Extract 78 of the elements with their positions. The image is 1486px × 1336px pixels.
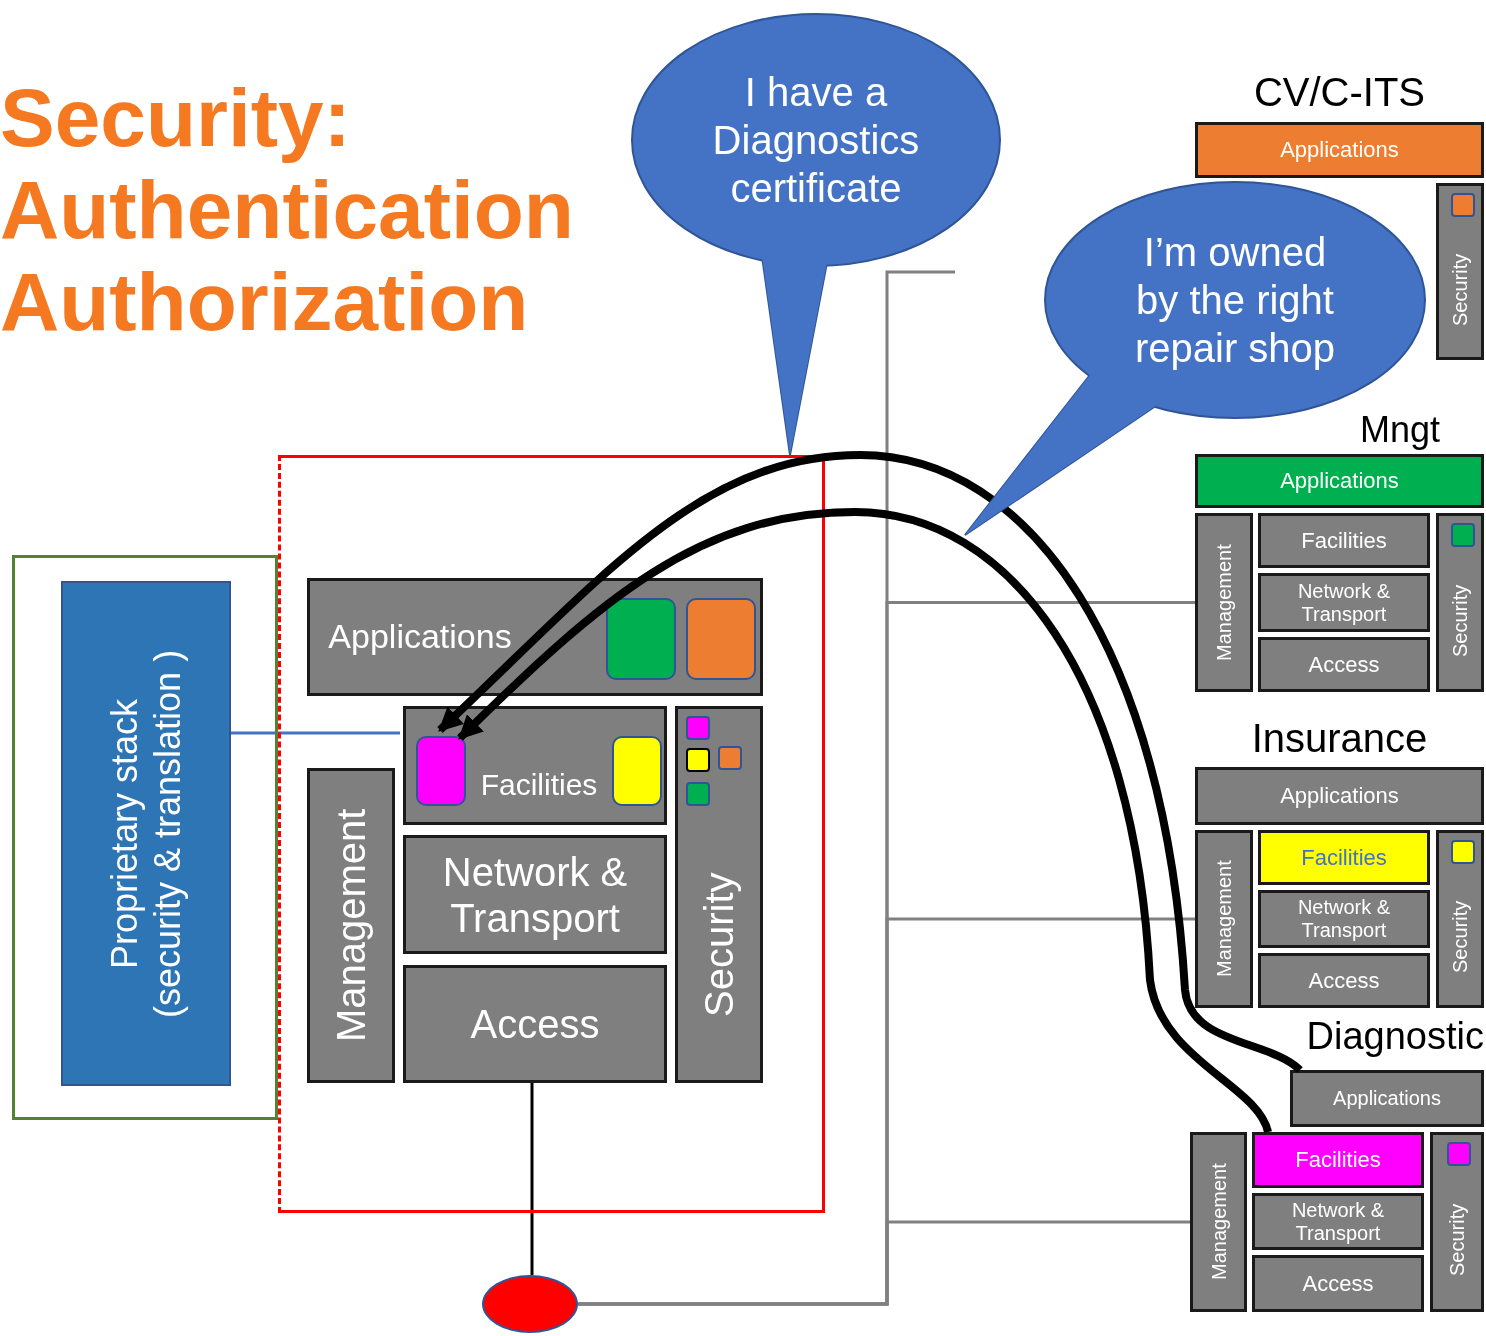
layer-box — [1430, 1132, 1484, 1312]
layer-label: Network & Transport — [441, 848, 629, 942]
color-square — [1451, 193, 1475, 217]
layer-label: Security — [696, 871, 742, 1019]
color-square — [686, 716, 710, 740]
layer-box — [1258, 513, 1430, 568]
layer-label: Management — [328, 807, 374, 1045]
layer-label: Network & Transport — [1290, 1197, 1386, 1246]
stack-title: Insurance — [1250, 716, 1429, 760]
page-title: Security: Authentication Authorization — [0, 72, 575, 348]
layer-label: Network & Transport — [1296, 895, 1392, 943]
layer-box — [1290, 1070, 1484, 1127]
layer-box — [1252, 1193, 1424, 1250]
layer-label: Facilities — [1300, 843, 1388, 872]
layer-label: Applications — [1279, 467, 1400, 496]
stack-label: Proprietary stack (security & translation ) — [102, 648, 189, 1020]
layer-box — [307, 768, 395, 1083]
layer-label: Security — [1445, 1202, 1469, 1279]
layer-label: Management — [1212, 859, 1236, 980]
layer-box — [1195, 122, 1484, 178]
bubble-text: I have a Diagnostics certificate — [711, 69, 921, 212]
layer-label: Applications — [327, 616, 513, 658]
color-square — [686, 748, 710, 772]
color-square — [1447, 1142, 1471, 1166]
stack-box — [61, 581, 231, 1086]
layer-box — [403, 706, 667, 825]
layer-box — [1436, 513, 1484, 692]
layer-label: Access — [1307, 966, 1381, 995]
layer-box — [1258, 953, 1430, 1008]
color-square — [1451, 523, 1475, 547]
layer-box — [1252, 1255, 1424, 1312]
layer-label: Management — [1206, 1162, 1231, 1283]
layer-box — [1252, 1132, 1424, 1188]
layer-label: Facilities — [1300, 526, 1388, 555]
layer-label: Management — [1212, 543, 1236, 663]
layer-label: Security — [1448, 252, 1472, 328]
arrow — [457, 508, 1272, 1134]
stack-title: Diagnostic — [1305, 1016, 1484, 1058]
layer-box — [675, 706, 763, 1083]
layer-box — [403, 965, 667, 1083]
stack-title: Mngt — [1358, 410, 1441, 450]
color-square — [686, 782, 710, 806]
connector-line — [578, 1220, 1190, 1306]
layer-box — [403, 835, 667, 954]
layer-label: Access — [1301, 1269, 1375, 1298]
color-square — [606, 598, 676, 680]
stack-title: CV/C-ITS — [1252, 70, 1427, 114]
layer-box — [1195, 513, 1253, 692]
layer-box — [1258, 830, 1430, 885]
layer-box — [307, 578, 763, 696]
boundary-frame — [12, 555, 278, 1120]
bubble-text: I’m owned by the right repair shop — [1133, 229, 1337, 372]
layer-label: Access — [469, 1001, 601, 1048]
layer-box — [1258, 890, 1430, 948]
layer-label: Facilities — [1294, 1146, 1382, 1175]
layer-box — [1195, 454, 1484, 508]
layer-label: Security — [1448, 899, 1472, 976]
layer-label: Facilities — [479, 767, 599, 804]
color-square — [686, 598, 756, 680]
layer-box — [1195, 767, 1484, 825]
layer-box — [1190, 1132, 1247, 1312]
layer-box — [1258, 637, 1430, 692]
color-square — [612, 736, 662, 806]
arrow — [437, 451, 1303, 1074]
color-square — [718, 746, 742, 770]
layer-label: Applications — [1332, 1086, 1442, 1111]
layer-label: Security — [1448, 583, 1472, 659]
layer-box — [1258, 573, 1430, 632]
layer-box — [1436, 830, 1484, 1008]
boundary-frame — [278, 455, 825, 1213]
layer-box — [1195, 830, 1253, 1008]
layer-label: Applications — [1279, 136, 1400, 165]
layer-label: Network & Transport — [1296, 578, 1392, 627]
layer-box — [1436, 183, 1484, 360]
layer-label: Applications — [1279, 782, 1400, 811]
color-square — [416, 736, 466, 806]
color-square — [1451, 840, 1475, 864]
layer-label: Access — [1307, 650, 1381, 679]
